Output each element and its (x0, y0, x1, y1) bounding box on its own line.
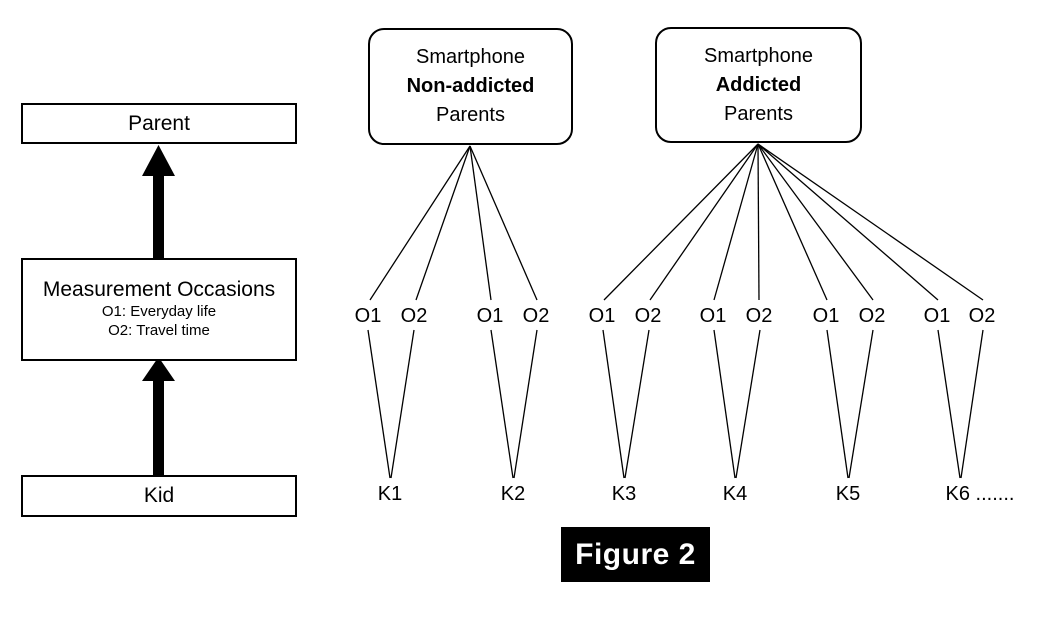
kid-node-label: K3 (611, 483, 637, 505)
group-non-addicted-line2: Non-addicted (406, 75, 535, 97)
edges-addicted-group-to-occasions (603, 143, 984, 301)
level-box-kid: Kid (21, 475, 297, 517)
level-box-measurement-occasions: Measurement Occasions O1: Everyday life … (21, 258, 297, 361)
occasion-node-label: O2 (522, 305, 550, 327)
level-box-parent: Parent (21, 103, 297, 144)
level-box-measurement-sub-o2: O2: Travel time (108, 322, 210, 340)
occasion-node-label: O1 (354, 305, 382, 327)
kid-node-label: K2 (500, 483, 526, 505)
occasion-node-label: O1 (812, 305, 840, 327)
group-addicted-line3: Parents (724, 102, 793, 125)
group-non-addicted-line3: Parents (436, 104, 505, 126)
occasion-node-label: O2 (400, 305, 428, 327)
occasion-node-label: O1 (923, 305, 951, 327)
occasion-node-label: O2 (745, 305, 773, 327)
occasion-node-label: O1 (699, 305, 727, 327)
group-box-addicted-parents: Smartphone Addicted Parents (655, 27, 862, 143)
kid-node-label: K4 (722, 483, 748, 505)
left-panel-arrows (142, 145, 175, 476)
kid-node-label: K6 ....... (945, 483, 1015, 505)
group-addicted-line2: Addicted (715, 73, 802, 96)
kid-node-label: K1 (377, 483, 403, 505)
arrow-kid-to-measurement (142, 357, 175, 476)
occasion-node-label: O2 (634, 305, 662, 327)
arrow-measurement-to-parent (142, 145, 175, 259)
occasion-node-label: O1 (476, 305, 504, 327)
group-box-non-addicted-parents: Smartphone Non-addicted Parents (368, 28, 573, 145)
level-box-measurement-title: Measurement Occasions (42, 278, 276, 302)
edges-nonaddicted-group-to-occasions (369, 145, 538, 301)
occasion-node-label: O2 (858, 305, 886, 327)
group-non-addicted-line1: Smartphone (416, 46, 525, 68)
figure-caption: Figure 2 (561, 527, 710, 582)
edges-occasions-to-kids (367, 329, 984, 479)
level-box-kid-title: Kid (143, 484, 175, 508)
level-box-measurement-sub-o1: O1: Everyday life (101, 302, 217, 320)
kid-node-label: K5 (835, 483, 861, 505)
group-addicted-line1: Smartphone (704, 44, 813, 67)
level-box-parent-title: Parent (128, 111, 190, 135)
occasion-node-label: O2 (968, 305, 996, 327)
occasion-node-label: O1 (588, 305, 616, 327)
